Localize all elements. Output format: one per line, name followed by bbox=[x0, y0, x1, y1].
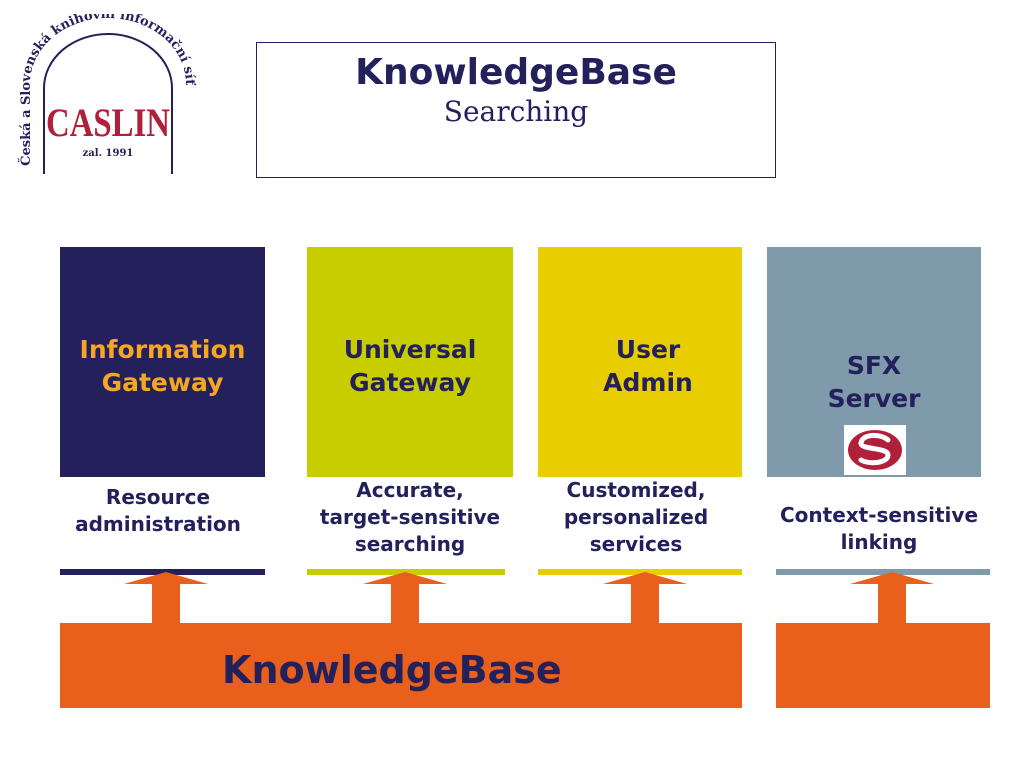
up-arrow-icon bbox=[124, 572, 208, 624]
block-label-line: Admin bbox=[603, 368, 693, 397]
block-label-line: User bbox=[615, 335, 681, 364]
block-label-line: Gateway bbox=[349, 368, 471, 397]
information-gateway-block: Information Gateway bbox=[60, 247, 265, 477]
up-arrow-icon bbox=[363, 572, 447, 624]
caslin-logo-graphic: Česká a Slovenská knihovní informační sí… bbox=[17, 7, 197, 174]
sfx-server-block: SFX Server bbox=[767, 247, 981, 477]
logo-name: CASLIN bbox=[46, 100, 170, 145]
description-line: Context-sensitive bbox=[779, 503, 979, 527]
up-arrow-icon bbox=[603, 572, 687, 624]
block-label-line: Server bbox=[827, 384, 921, 413]
sfx-server-description: Context-sensitive linking bbox=[760, 502, 998, 556]
block-label-line: Universal bbox=[343, 335, 477, 364]
user-admin-label: User Admin bbox=[546, 333, 750, 399]
user-admin-bar bbox=[538, 569, 742, 575]
universal-gateway-label: Universal Gateway bbox=[307, 333, 513, 399]
sfx-server-label: SFX Server bbox=[767, 349, 981, 415]
up-arrow-icon bbox=[850, 572, 934, 624]
knowledgebase-bar-extension bbox=[776, 623, 990, 708]
information-gateway-bar bbox=[60, 569, 265, 575]
block-label-line: SFX bbox=[846, 351, 902, 380]
caslin-logo: Česká a Slovenská knihovní informační sí… bbox=[14, 7, 202, 184]
knowledgebase-bar bbox=[60, 623, 742, 708]
sfx-logo-icon bbox=[844, 425, 906, 475]
description-line: Customized, bbox=[566, 478, 706, 502]
block-label-line: Gateway bbox=[101, 368, 224, 397]
knowledgebase-label: KnowledgeBase bbox=[222, 648, 562, 692]
user-admin-block: User Admin bbox=[538, 247, 742, 477]
description-line: linking bbox=[840, 530, 918, 554]
sfx-logo-graphic bbox=[848, 430, 902, 470]
user-admin-description: Customized, personalized services bbox=[530, 477, 742, 558]
page-title: KnowledgeBase bbox=[355, 52, 677, 93]
description-line: administration bbox=[75, 512, 241, 536]
title-box: KnowledgeBase Searching bbox=[256, 42, 776, 178]
sfx-server-bar bbox=[776, 569, 990, 575]
universal-gateway-description: Accurate, target-sensitive searching bbox=[300, 477, 520, 558]
logo-founded: zal. 1991 bbox=[83, 148, 134, 159]
description-line: Resource bbox=[105, 485, 211, 509]
description-line: services bbox=[589, 532, 683, 556]
description-line: target-sensitive bbox=[319, 505, 501, 529]
block-label-line: Information bbox=[79, 335, 246, 364]
page-subtitle: Searching bbox=[443, 95, 589, 128]
information-gateway-label: Information Gateway bbox=[60, 333, 265, 399]
information-gateway-description: Resource administration bbox=[58, 484, 258, 538]
universal-gateway-bar bbox=[307, 569, 505, 575]
description-line: personalized bbox=[563, 505, 709, 529]
description-line: searching bbox=[354, 532, 466, 556]
universal-gateway-block: Universal Gateway bbox=[307, 247, 513, 477]
description-line: Accurate, bbox=[356, 478, 464, 502]
